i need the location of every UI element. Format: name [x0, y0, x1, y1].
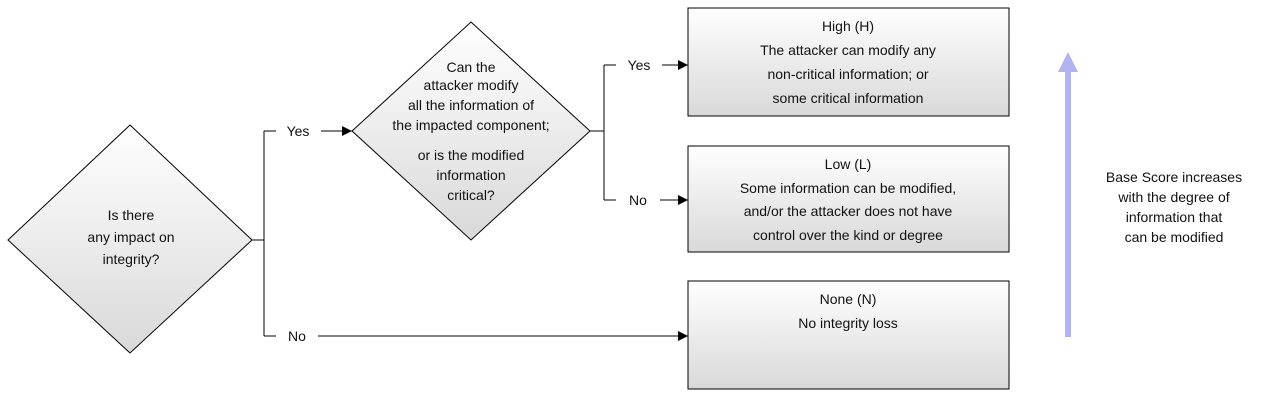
outcome-low-title: Low (L): [825, 156, 872, 172]
q2-line-1: attacker modify: [424, 77, 519, 93]
decision-q1-diamond: [7, 124, 253, 354]
q1-yes-label: Yes: [287, 123, 310, 139]
decision-q2: Can the attacker modify all the informat…: [351, 21, 591, 241]
q2-line-3: the impacted component;: [392, 117, 549, 133]
q1-no-label: No: [288, 328, 306, 344]
outcome-low-line-2: control over the kind or degree: [753, 227, 943, 243]
q2-line-5: information: [436, 167, 505, 183]
outcome-high-box: [687, 7, 1010, 117]
outcome-low-line-0: Some information can be modified,: [740, 180, 956, 196]
q1-line-2: integrity?: [103, 251, 160, 267]
q2-branch-line: [590, 65, 605, 200]
q2-line-2: all the information of: [408, 97, 534, 113]
side-note-line-1: with the degree of: [1117, 189, 1229, 205]
decision-q2-diamond: [351, 21, 591, 241]
q2-yes-label: Yes: [628, 57, 651, 73]
q2-no-label: No: [629, 192, 647, 208]
outcome-high-line-0: The attacker can modify any: [760, 42, 936, 58]
outcome-none-line-0: No integrity loss: [798, 315, 898, 331]
outcome-none: None (N) No integrity loss: [687, 280, 1010, 390]
outcome-low-line-1: and/or the attacker does not have: [744, 203, 953, 219]
outcome-high: High (H) The attacker can modify any non…: [687, 7, 1010, 117]
outcome-low-box: [687, 145, 1010, 253]
q2-line-0: Can the: [446, 59, 495, 75]
q2-line-6: critical?: [447, 187, 495, 203]
decision-q1: Is there any impact on integrity?: [7, 124, 253, 354]
q1-branch-line: [252, 131, 265, 336]
outcome-none-box: [687, 280, 1010, 390]
outcome-high-line-1: non-critical information; or: [767, 66, 928, 82]
increase-arrow: [1058, 52, 1078, 337]
q2-line-4: or is the modified: [418, 147, 525, 163]
outcome-low: Low (L) Some information can be modified…: [687, 145, 1010, 253]
side-note-line-2: information that: [1126, 209, 1223, 225]
outcome-high-title: High (H): [822, 18, 874, 34]
increase-arrow-head: [1058, 52, 1078, 72]
side-note-line-0: Base Score increases: [1106, 169, 1242, 185]
outcome-high-line-2: some critical information: [773, 90, 924, 106]
side-note: Base Score increases with the degree of …: [1106, 169, 1242, 245]
connectors: [252, 60, 688, 341]
side-note-line-3: can be modified: [1125, 229, 1224, 245]
increase-arrow-shaft: [1065, 68, 1071, 337]
q1-line-0: Is there: [108, 207, 155, 223]
outcome-none-title: None (N): [820, 291, 877, 307]
q1-line-1: any impact on: [87, 229, 174, 245]
